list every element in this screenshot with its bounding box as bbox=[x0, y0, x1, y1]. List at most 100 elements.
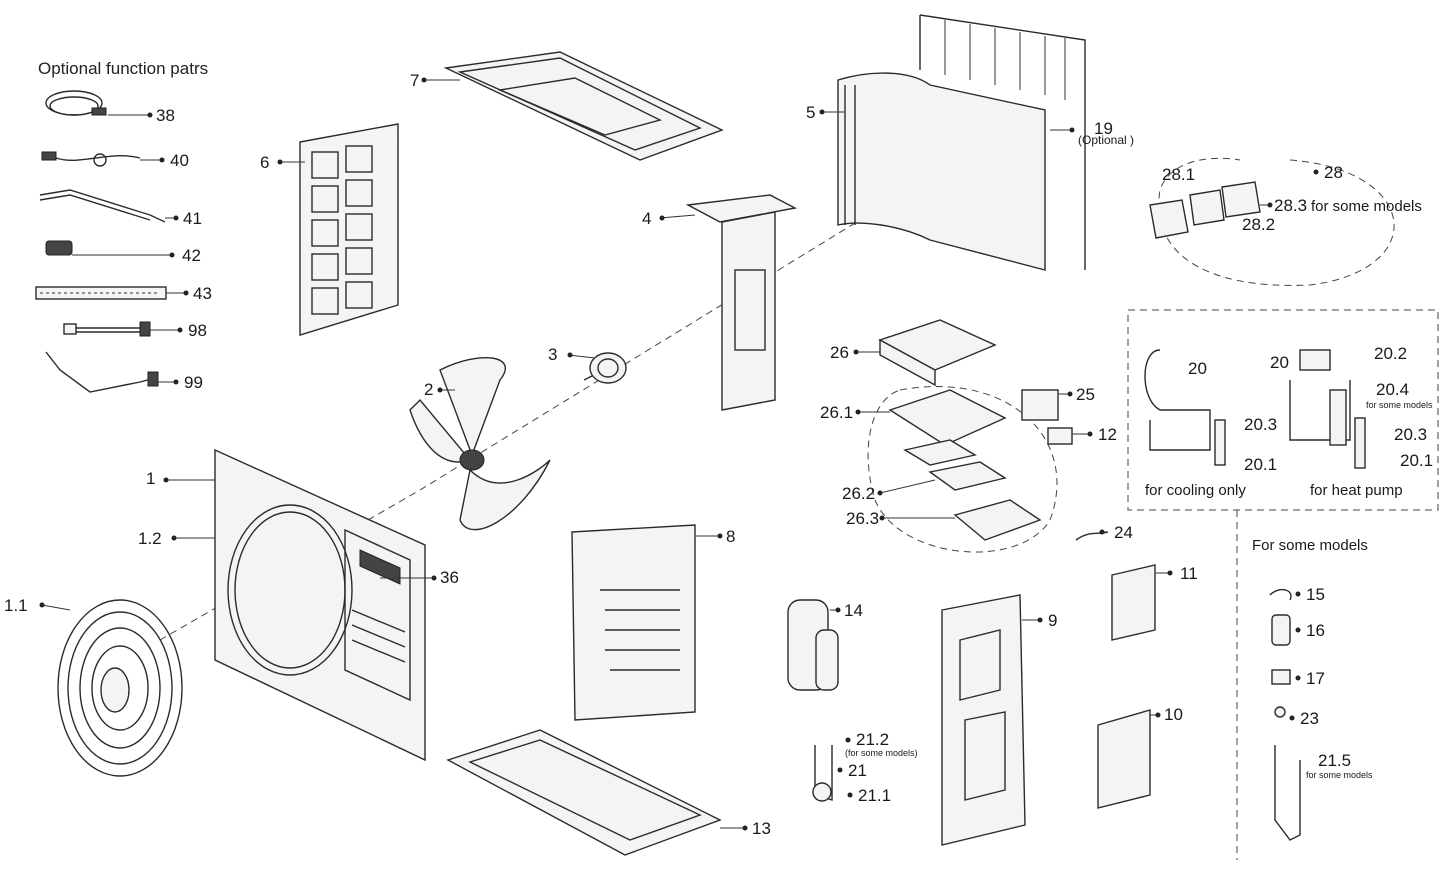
label-16: 16 bbox=[1306, 621, 1325, 640]
label-1: 1 bbox=[146, 469, 156, 488]
label-heat-20-4: 20.4 bbox=[1376, 380, 1410, 399]
part-12-terminal bbox=[1047, 427, 1073, 445]
optional-parts-header: Optional function patrs bbox=[38, 59, 209, 78]
part-43-heater-strip bbox=[35, 286, 167, 300]
label-7: 7 bbox=[410, 71, 420, 90]
label-cooling-20-1: 20.1 bbox=[1244, 455, 1278, 474]
label-28-2: 28.2 bbox=[1242, 215, 1276, 234]
label-19-note: (Optional ) bbox=[1078, 133, 1135, 147]
label-98: 98 bbox=[188, 321, 207, 340]
label-36: 36 bbox=[440, 568, 459, 587]
label-21-2-note: (for some models) bbox=[845, 748, 918, 758]
label-10: 10 bbox=[1164, 705, 1183, 724]
label-19: 19 bbox=[1094, 119, 1113, 138]
label-43: 43 bbox=[193, 284, 212, 303]
part-5-condenser bbox=[837, 14, 1086, 271]
label-9: 9 bbox=[1048, 611, 1058, 630]
part-1-front-panel bbox=[214, 448, 426, 762]
part-3-fan-motor bbox=[583, 352, 627, 384]
label-1-1: 1.1 bbox=[4, 596, 28, 615]
part-20-valve-heat bbox=[1289, 349, 1366, 469]
label-heat-20-2: 20.2 bbox=[1374, 344, 1408, 363]
part-24-wire bbox=[1075, 531, 1109, 541]
label-21-5-note: for some models bbox=[1306, 770, 1373, 780]
label-14: 14 bbox=[844, 601, 863, 620]
cooling-only-caption: for cooling only bbox=[1145, 482, 1246, 499]
label-23: 23 bbox=[1300, 709, 1319, 728]
part-41-bracket bbox=[39, 189, 166, 223]
heat-pump-caption: for heat pump bbox=[1310, 482, 1403, 499]
label-12: 12 bbox=[1098, 425, 1117, 444]
part-98-wire-harness bbox=[63, 321, 151, 337]
label-24: 24 bbox=[1114, 523, 1133, 542]
part-13-base-pan bbox=[446, 729, 722, 856]
part-15-clamp bbox=[1269, 588, 1292, 601]
part-6-side-grille bbox=[299, 123, 399, 336]
label-21-2: 21.2 bbox=[856, 730, 890, 749]
label-heat-20-3: 20.3 bbox=[1394, 425, 1428, 444]
label-5: 5 bbox=[806, 103, 816, 122]
label-28-note: for some models bbox=[1311, 198, 1422, 215]
label-1-2: 1.2 bbox=[138, 529, 162, 548]
label-13: 13 bbox=[752, 819, 771, 838]
label-26-1: 26.1 bbox=[820, 403, 854, 422]
part-21-valve bbox=[812, 745, 833, 802]
valve-box-outline bbox=[1127, 309, 1439, 511]
part-8-partition-plate bbox=[571, 524, 696, 721]
label-25: 25 bbox=[1076, 385, 1095, 404]
label-heat-20: 20 bbox=[1270, 353, 1289, 372]
group-28-outline bbox=[1158, 157, 1395, 286]
part-21-5-valve bbox=[1274, 745, 1301, 841]
part-26-control-box bbox=[878, 319, 1042, 541]
label-38: 38 bbox=[156, 106, 175, 125]
part-20-valve-cooling bbox=[1144, 349, 1226, 466]
label-28-1: 28.1 bbox=[1162, 165, 1196, 184]
label-26-3: 26.3 bbox=[846, 509, 880, 528]
part-38-cable-coil bbox=[45, 90, 107, 116]
part-99-wire-harness bbox=[45, 351, 159, 393]
part-14-compressor bbox=[787, 599, 839, 691]
part-1-1-fan-guard bbox=[57, 599, 183, 777]
part-17-relay bbox=[1271, 669, 1291, 685]
label-40: 40 bbox=[170, 151, 189, 170]
part-16-capacitor bbox=[1271, 614, 1291, 646]
label-26-2: 26.2 bbox=[842, 484, 876, 503]
label-42: 42 bbox=[182, 246, 201, 265]
part-2-fan-blade bbox=[409, 357, 551, 531]
part-28-boards bbox=[1149, 181, 1261, 239]
label-28-3: 28.3 bbox=[1274, 196, 1308, 215]
part-42-block bbox=[45, 240, 73, 256]
label-cooling-20-3: 20.3 bbox=[1244, 415, 1278, 434]
label-heat-20-1: 20.1 bbox=[1400, 451, 1434, 470]
label-99: 99 bbox=[184, 373, 203, 392]
part-11-handle bbox=[1111, 564, 1156, 641]
label-28: 28 bbox=[1324, 163, 1343, 182]
part-40-sensor-wire bbox=[41, 151, 141, 167]
label-8: 8 bbox=[726, 527, 736, 546]
label-6: 6 bbox=[260, 153, 270, 172]
part-23-nut bbox=[1274, 706, 1286, 718]
label-26: 26 bbox=[830, 343, 849, 362]
label-cooling-20: 20 bbox=[1188, 359, 1207, 378]
label-4: 4 bbox=[642, 209, 652, 228]
leader-lines bbox=[39, 77, 1319, 831]
label-21-1: 21.1 bbox=[858, 786, 892, 805]
part-9-right-side-panel bbox=[941, 594, 1026, 846]
label-21-5: 21.5 bbox=[1318, 751, 1352, 770]
part-25-module bbox=[1021, 389, 1059, 421]
label-11: 11 bbox=[1180, 564, 1198, 583]
group-26-outline bbox=[867, 386, 1058, 553]
label-17: 17 bbox=[1306, 669, 1325, 688]
part-10-valve-cover bbox=[1097, 709, 1151, 809]
label-15: 15 bbox=[1306, 585, 1325, 604]
part-7-top-cover bbox=[443, 51, 724, 161]
label-heat-20-4-note: for some models bbox=[1366, 400, 1433, 410]
label-41: 41 bbox=[183, 209, 202, 228]
part-4-motor-bracket bbox=[685, 194, 798, 411]
label-21: 21 bbox=[848, 761, 867, 780]
label-3: 3 bbox=[548, 345, 558, 364]
some-models-header: For some models bbox=[1252, 537, 1368, 554]
label-2: 2 bbox=[424, 380, 434, 399]
